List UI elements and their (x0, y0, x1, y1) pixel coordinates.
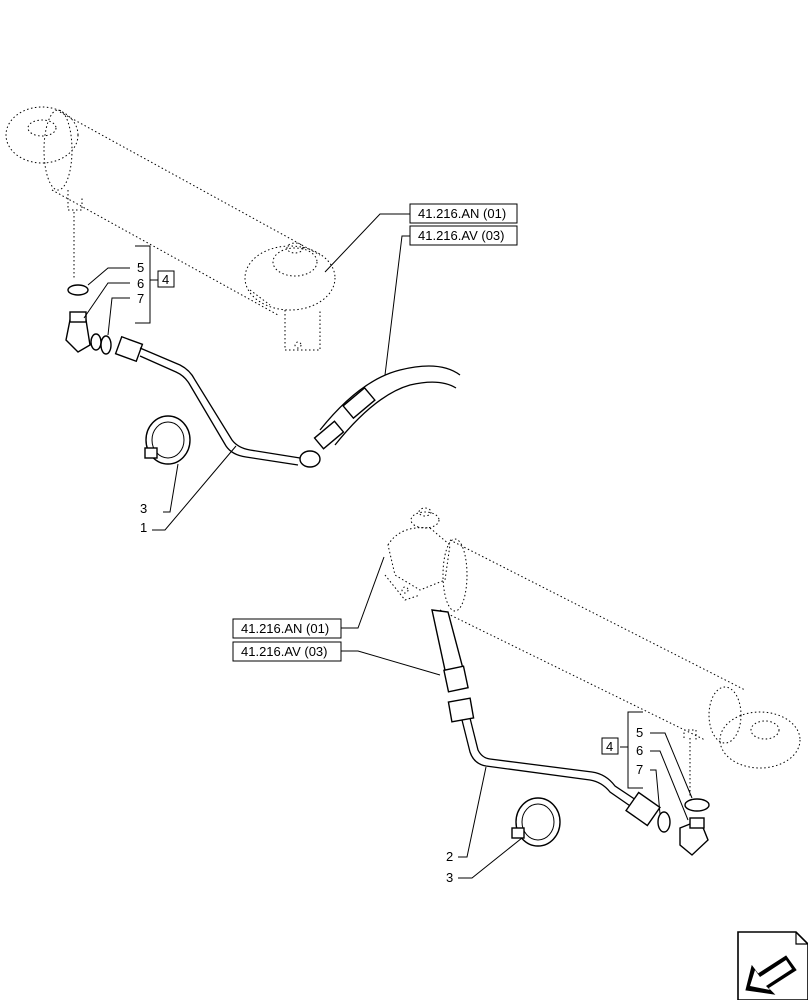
bottom-leaders (341, 556, 693, 879)
bottom-hose-clamp (511, 797, 561, 847)
bottom-hose-stub (431, 609, 469, 693)
label-bottom-clamp: 3 (446, 870, 453, 885)
label-bottom-6: 6 (636, 743, 643, 758)
label-top-5: 5 (137, 260, 144, 275)
svg-text:41.216.AN (01): 41.216.AN (01) (418, 206, 506, 221)
o-ring-top-7 (100, 335, 112, 355)
ref-bottom-av[interactable]: 41.216.AV (03) (232, 641, 342, 662)
bottom-pipe-2 (447, 697, 661, 827)
label-top-6: 6 (137, 276, 144, 291)
label-bottom-5: 5 (636, 725, 643, 740)
label-bottom-7: 7 (636, 762, 643, 777)
label-top-kit: 4 (162, 272, 169, 287)
top-pipe-1 (114, 335, 321, 468)
top-leaders (83, 213, 410, 531)
kit-box-top (157, 270, 175, 288)
ref-bottom-an[interactable]: 41.216.AN (01) (232, 618, 342, 639)
ref-top-av[interactable]: 41.216.AV (03) (409, 225, 518, 246)
top-hydraulic-cylinder (5, 106, 336, 351)
top-hose-clamp (144, 415, 191, 465)
bottom-fitting-group (657, 798, 710, 856)
o-ring-bottom-7 (657, 811, 671, 833)
label-top-pipe: 1 (140, 520, 147, 535)
top-hose (313, 365, 461, 450)
ref-top-an[interactable]: 41.216.AN (01) (409, 203, 518, 224)
top-fitting-group (65, 284, 112, 355)
o-ring-bottom-5 (684, 798, 710, 812)
svg-text:41.216.AN (01): 41.216.AN (01) (241, 621, 329, 636)
svg-text:41.216.AV (03): 41.216.AV (03) (418, 228, 504, 243)
arrow-down-left-icon[interactable] (737, 931, 808, 1000)
o-ring-top-5 (67, 284, 89, 296)
bottom-hydraulic-cylinder (384, 507, 801, 798)
label-top-7: 7 (137, 291, 144, 306)
label-bottom-pipe: 2 (446, 849, 453, 864)
label-top-clamp: 3 (140, 501, 147, 516)
elbow-fitting-top-6 (65, 319, 91, 353)
label-bottom-kit: 4 (606, 739, 613, 754)
kit-box-bottom (601, 737, 619, 755)
svg-text:41.216.AV (03): 41.216.AV (03) (241, 644, 327, 659)
